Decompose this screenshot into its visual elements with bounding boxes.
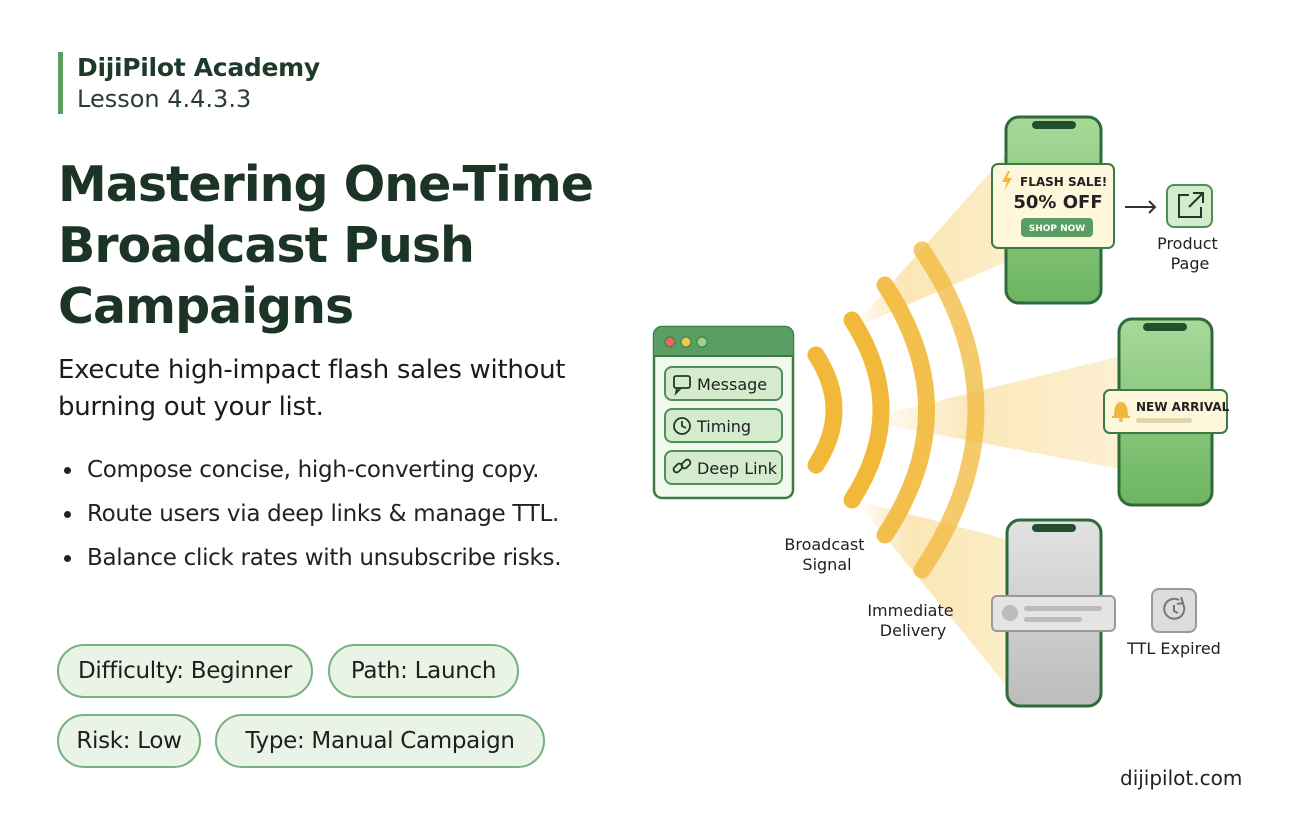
- expired-notification: [991, 595, 1116, 632]
- signal-beam-bottom: [855, 500, 1010, 690]
- signal-arc: [876, 276, 935, 544]
- new-arrival-notification: NEW ARRIVAL: [1103, 389, 1230, 434]
- broadcast-signal-label: Broadcast Signal: [784, 535, 869, 574]
- list-item: Balance click rates with unsubscribe ris…: [64, 536, 562, 580]
- label-line: Product: [1157, 234, 1218, 253]
- message-icon: [673, 375, 691, 396]
- arrow-right-icon: [1125, 200, 1157, 214]
- signal-arc: [913, 241, 985, 579]
- clock-icon: [673, 417, 691, 435]
- label-line: Delivery: [880, 621, 946, 640]
- composer-item-label: Deep Link: [697, 459, 778, 478]
- notification-offer: 50% OFF: [1013, 192, 1102, 213]
- expired-clock-icon: [1151, 588, 1197, 633]
- placeholder-line: [1136, 418, 1192, 423]
- external-link-icon: [1166, 184, 1213, 228]
- signal-arc: [807, 346, 843, 474]
- label-line: Broadcast: [784, 535, 864, 554]
- risk-tag: Risk: Low: [57, 714, 201, 768]
- product-page-label: Product Page: [1157, 234, 1223, 273]
- type-tag: Type: Manual Campaign: [215, 714, 545, 768]
- brand-name: DijiPilot Academy: [77, 53, 320, 82]
- bullet-dot: [64, 510, 71, 518]
- composer-item-timing: Timing: [664, 408, 783, 443]
- window-dot-red: [664, 336, 676, 348]
- list-item-text: Compose concise, high-converting copy.: [87, 457, 540, 483]
- composer-window: Message Timing Deep Link: [652, 325, 795, 500]
- lightning-icon: [1002, 171, 1012, 191]
- ttl-expired-label: TTL Expired: [1126, 639, 1221, 658]
- footer-url: dijipilot.com: [1120, 766, 1243, 790]
- lesson-number: Lesson 4.4.3.3: [77, 85, 252, 113]
- link-icon: [672, 458, 692, 474]
- placeholder-avatar: [1002, 605, 1018, 621]
- bullet-dot: [64, 554, 71, 562]
- path-tag: Path: Launch: [328, 644, 519, 698]
- list-item-text: Route users via deep links & manage TTL.: [87, 501, 560, 527]
- signal-arc: [843, 311, 890, 509]
- placeholder-line: [1024, 617, 1082, 622]
- signal-beam-top: [850, 150, 1010, 330]
- flash-sale-notification: FLASH SALE! 50% OFF SHOP NOW: [991, 163, 1115, 249]
- window-dot-green: [696, 336, 708, 348]
- notification-headline: FLASH SALE!: [1020, 175, 1107, 189]
- placeholder-line: [1024, 606, 1102, 611]
- immediate-delivery-label: Immediate Delivery: [867, 601, 958, 640]
- composer-item-message: Message: [664, 366, 783, 401]
- list-item: Compose concise, high-converting copy.: [64, 448, 561, 492]
- label-line: Signal: [802, 555, 851, 574]
- composer-item-label: Message: [697, 375, 767, 394]
- difficulty-tag: Difficulty: Beginner: [57, 644, 313, 698]
- shop-now-label: SHOP NOW: [1029, 224, 1086, 234]
- page-subtitle: Execute high-impact flash sales without …: [58, 355, 566, 422]
- list-item: Route users via deep links & manage TTL.: [64, 492, 561, 536]
- shop-now-button: [1021, 218, 1093, 237]
- bullet-dot: [64, 466, 71, 474]
- composer-item-deep-link: Deep Link: [664, 450, 783, 485]
- objectives-list: Compose concise, high-converting copy. R…: [64, 448, 562, 580]
- signal-beam-middle: [860, 355, 1125, 470]
- page-title: Mastering One-Time Broadcast Push Campai…: [58, 156, 594, 335]
- signal-arcs: [807, 241, 985, 579]
- list-item-text: Balance click rates with unsubscribe ris…: [87, 545, 562, 571]
- window-dot-yellow: [680, 336, 692, 348]
- notification-headline: NEW ARRIVAL: [1136, 400, 1230, 414]
- bell-icon: [1112, 402, 1130, 422]
- composer-item-label: Timing: [696, 417, 751, 436]
- brand-block: DijiPilot Academy Lesson 4.4.3.3: [58, 52, 320, 114]
- label-line: Immediate: [867, 601, 953, 620]
- label-line: Page: [1171, 254, 1210, 273]
